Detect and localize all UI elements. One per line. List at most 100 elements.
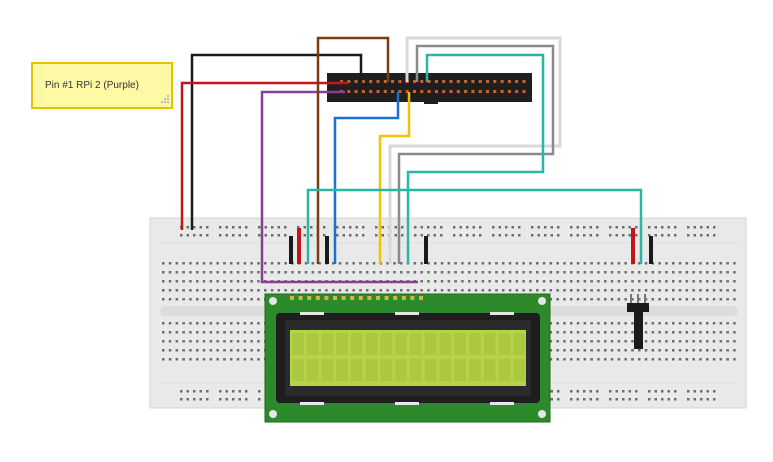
breadboard-hole	[733, 322, 736, 325]
breadboard-hole	[713, 390, 716, 393]
breadboard-hole	[583, 390, 586, 393]
breadboard-hole	[209, 340, 213, 343]
breadboard-hole	[386, 262, 389, 265]
breadboard-hole	[692, 262, 695, 265]
breadboard-hole	[189, 289, 192, 292]
breadboard-hole	[597, 280, 600, 283]
breadboard-hole	[570, 398, 573, 401]
breadboard-hole	[644, 322, 648, 325]
breadboard-hole	[230, 349, 233, 352]
breadboard-hole	[175, 298, 179, 301]
breadboard-hole	[622, 226, 625, 229]
breadboard-hole	[277, 262, 281, 265]
breadboard-hole	[189, 340, 192, 343]
breadboard-hole	[495, 289, 498, 292]
breadboard-hole	[223, 271, 226, 274]
gpio-pin	[427, 90, 431, 93]
breadboard-hole	[693, 398, 696, 401]
lcd-pin	[358, 296, 363, 300]
breadboard-hole	[230, 358, 233, 361]
breadboard-hole	[667, 390, 670, 393]
breadboard-hole	[461, 280, 464, 283]
breadboard-hole	[257, 298, 260, 301]
breadboard-hole	[609, 226, 612, 229]
breadboard-hole	[644, 298, 648, 301]
breadboard-hole	[604, 358, 607, 361]
breadboard-hole	[175, 271, 179, 274]
breadboard-hole	[536, 271, 539, 274]
breadboard-hole	[733, 298, 736, 301]
wire-purple-pin1	[260, 90, 418, 284]
breadboard-hole	[576, 390, 579, 393]
breadboard-hole	[413, 271, 417, 274]
breadboard-hole	[393, 289, 396, 292]
breadboard-hole	[678, 262, 682, 265]
breadboard-hole	[168, 358, 172, 361]
breadboard-hole	[345, 289, 349, 292]
breadboard-hole	[687, 390, 690, 393]
breadboard-hole	[257, 331, 260, 334]
breadboard-hole	[604, 322, 607, 325]
breadboard-hole	[196, 289, 199, 292]
breadboard-hole	[678, 340, 682, 343]
breadboard-hole	[719, 280, 723, 283]
breadboard-hole	[678, 358, 682, 361]
breadboard-hole	[189, 262, 192, 265]
breadboard-hole	[505, 226, 508, 229]
breadboard-hole	[531, 234, 534, 237]
breadboard-hole	[202, 358, 206, 361]
lcd-char-cell	[513, 359, 525, 381]
breadboard-hole	[250, 322, 253, 325]
breadboard-hole	[196, 298, 199, 301]
breadboard-hole	[216, 340, 219, 343]
breadboard-hole	[196, 349, 199, 352]
lcd-char-cell	[454, 359, 466, 381]
breadboard-hole	[570, 322, 573, 325]
breadboard-hole	[193, 234, 196, 237]
breadboard-hole	[604, 331, 607, 334]
breadboard-hole	[733, 358, 736, 361]
breadboard-hole	[232, 390, 235, 393]
breadboard-hole	[488, 289, 491, 292]
breadboard-hole	[590, 340, 593, 343]
gpio-pin	[464, 80, 468, 83]
breadboard-hole	[495, 280, 498, 283]
breadboard-hole	[638, 289, 641, 292]
lcd-char-cell	[395, 333, 407, 355]
breadboard-hole	[672, 322, 675, 325]
wire-teal-1	[406, 53, 545, 264]
breadboard-hole	[542, 262, 546, 265]
breadboard-hole	[381, 234, 384, 237]
gpio-pin	[413, 90, 416, 93]
lcd-pin	[393, 296, 398, 300]
breadboard-hole	[685, 322, 689, 325]
breadboard-hole	[700, 226, 703, 229]
breadboard-hole	[628, 398, 631, 401]
breadboard-hole	[168, 280, 172, 283]
breadboard-hole	[672, 289, 675, 292]
lcd-char-cell	[321, 333, 334, 355]
breadboard-hole	[359, 262, 362, 265]
breadboard-hole	[583, 234, 586, 237]
breadboard-hole	[393, 271, 396, 274]
breadboard-hole	[168, 298, 172, 301]
breadboard-hole	[257, 322, 260, 325]
breadboard-hole	[481, 262, 485, 265]
breadboard-hole	[644, 280, 648, 283]
breadboard-hole	[631, 358, 634, 361]
breadboard-hole	[529, 289, 532, 292]
breadboard-hole	[433, 234, 436, 237]
breadboard-hole	[624, 331, 627, 334]
breadboard-hole	[236, 271, 240, 274]
lcd-char-cell	[292, 333, 304, 355]
breadboard-hole	[168, 331, 172, 334]
breadboard-hole	[672, 271, 675, 274]
breadboard-hole	[706, 289, 709, 292]
breadboard-hole	[604, 271, 607, 274]
breadboard-hole	[563, 280, 566, 283]
breadboard-hole	[502, 280, 505, 283]
breadboard-hole	[583, 262, 587, 265]
breadboard-hole	[182, 298, 185, 301]
gpio-pin	[391, 80, 395, 83]
breadboard-hole	[557, 226, 560, 229]
